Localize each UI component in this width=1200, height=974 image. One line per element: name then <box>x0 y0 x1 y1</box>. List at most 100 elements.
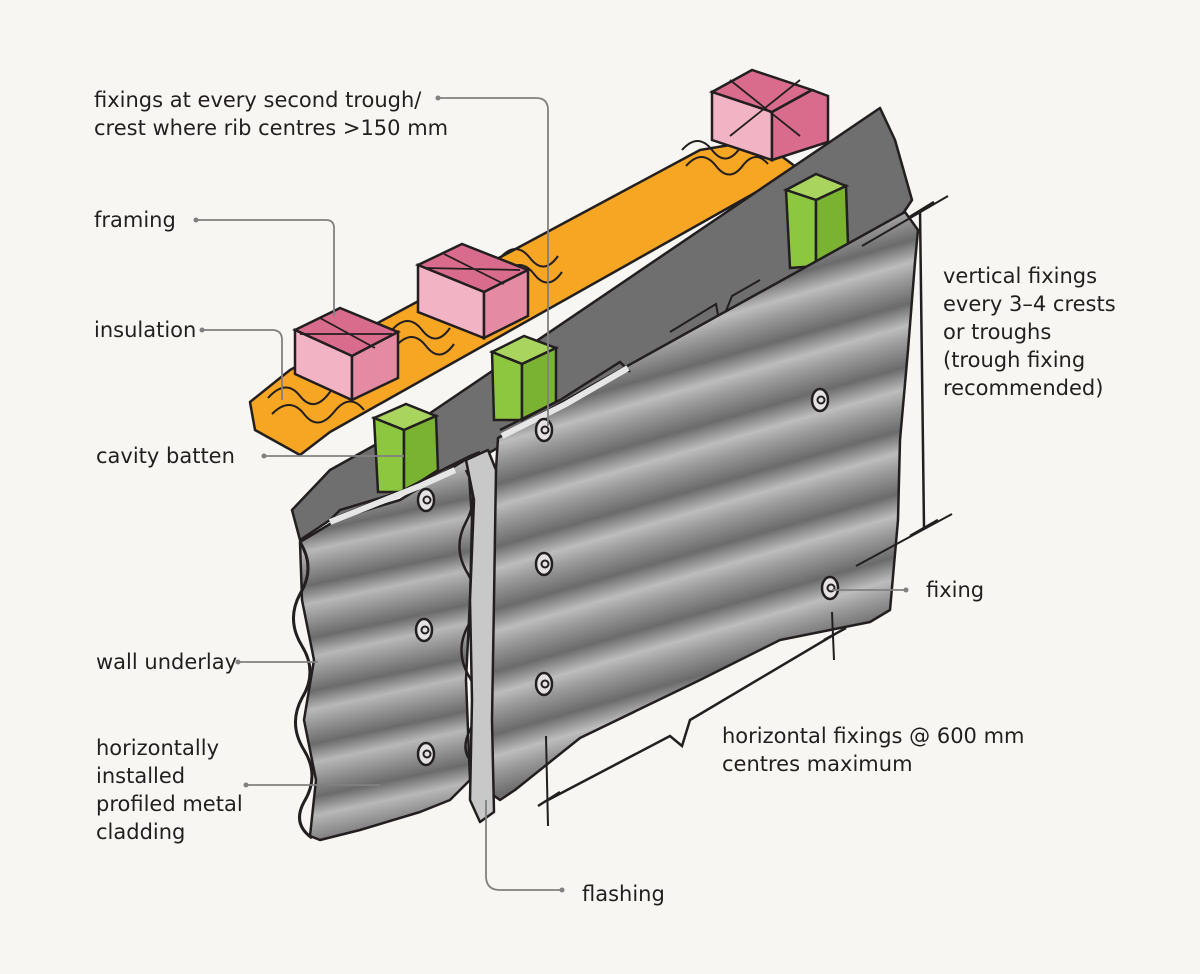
label-horizontal-fixings-line-2: centres maximum <box>722 752 913 776</box>
label-fixings-trough-line-1: fixings at every second trough/ <box>94 88 422 112</box>
label-vertical-fixings-line-4: (trough fixing <box>943 348 1086 372</box>
leader-cavity-batten-dot <box>261 453 267 459</box>
label-horizontal-fixings: horizontal fixings @ 600 mm centres maxi… <box>722 722 1025 778</box>
fixing-r4-head <box>810 387 830 413</box>
fixing-l2 <box>414 617 434 643</box>
fixing-r1 <box>534 417 554 443</box>
fixing-r1-dot <box>540 425 550 435</box>
framing-block-mid <box>414 242 532 341</box>
fixing-r4 <box>810 387 830 413</box>
fixing-l2-head <box>414 617 434 643</box>
leader-insulation <box>202 329 283 400</box>
label-fixings-trough-line-2: crest where rib centres >150 mm <box>94 116 449 140</box>
flashing-strip <box>464 448 498 824</box>
fixing-l3-dot <box>422 749 432 759</box>
fixing-l1-head <box>416 487 436 513</box>
label-cladding-line-3: profiled metal <box>96 792 243 816</box>
horizontal-dimension-tick-left <box>537 790 561 808</box>
vertical-dimension <box>855 195 953 567</box>
leader-flashing <box>485 800 562 891</box>
framing-block-left-side <box>350 329 400 402</box>
label-fixings-trough: fixings at every second trough/ crest wh… <box>94 86 448 142</box>
label-vertical-fixings-line-1: vertical fixings <box>943 264 1098 288</box>
fixing-l1-dot <box>422 495 432 505</box>
cladding-left-wavy-edge <box>292 541 314 840</box>
vertical-dimension-ext-top <box>861 195 949 247</box>
flashing-top-edge <box>328 365 630 525</box>
cavity-batten-mid-face <box>490 350 524 422</box>
leader-framing <box>196 219 335 316</box>
horizontal-dimension <box>537 611 847 827</box>
label-vertical-fixings-line-5: recommended) <box>943 376 1104 400</box>
cavity-batten-left <box>370 402 440 495</box>
fixing-l3 <box>416 741 436 767</box>
label-insulation-line-1: insulation <box>94 318 197 342</box>
label-framing: framing <box>94 206 176 234</box>
label-vertical-fixings-line-2: every 3–4 crests <box>943 292 1116 316</box>
framing-block-top <box>708 68 830 162</box>
vertical-dimension-tick-top <box>907 200 935 220</box>
label-cavity-batten-line-1: cavity batten <box>96 444 235 468</box>
label-framing-line-1: framing <box>94 208 176 232</box>
vertical-dimension-line <box>918 209 926 529</box>
fixing-r2-head <box>534 551 554 577</box>
label-cladding: horizontally installed profiled metal cl… <box>96 734 243 846</box>
fixings <box>414 387 840 767</box>
fixing-l3-head <box>416 741 436 767</box>
fixing-r2 <box>534 551 554 577</box>
fixing-r3-head <box>534 671 554 697</box>
fixing-r3 <box>534 671 554 697</box>
fixing-r1-head <box>534 417 554 443</box>
fixing-l1 <box>416 487 436 513</box>
label-cavity-batten: cavity batten <box>96 442 235 470</box>
label-insulation: insulation <box>94 316 196 344</box>
fixing-r5-dot <box>826 583 836 593</box>
fixing-l2-dot <box>420 625 430 635</box>
insulation-loops-mid <box>391 320 455 356</box>
fixing-r5-head <box>820 575 840 601</box>
fixing-r4-dot <box>816 395 826 405</box>
framing-block-left-cross <box>300 317 392 349</box>
framing-block-top-cross <box>729 79 801 137</box>
leader-fixing-dot <box>903 587 909 593</box>
cavity-batten-left-face <box>372 416 406 494</box>
leader-wall-underlay-dot <box>235 659 241 665</box>
cavity-batten-top-face <box>784 188 818 270</box>
horizontal-dimension-tick-right <box>823 626 847 642</box>
framing <box>292 68 830 402</box>
label-cladding-line-1: horizontally <box>96 736 220 760</box>
cavity-batten-left-side <box>402 414 440 495</box>
label-flashing-line-1: flashing <box>582 882 665 906</box>
framing-block-top-side <box>770 88 830 162</box>
horizontal-dimension-line <box>547 632 836 802</box>
framing-block-mid-side <box>482 267 530 341</box>
horizontal-dimension-ext-left <box>545 735 549 827</box>
label-cladding-line-4: cladding <box>96 820 186 844</box>
label-wall-underlay-line-1: wall underlay <box>96 650 238 674</box>
label-horizontal-fixings-line-1: horizontal fixings @ 600 mm <box>722 724 1025 748</box>
label-fixing: fixing <box>926 576 984 604</box>
fixing-r5 <box>820 575 840 601</box>
label-wall-underlay: wall underlay <box>96 648 237 676</box>
leader-fixings-trough-dot <box>435 95 441 101</box>
leader-insulation-dot <box>199 327 205 333</box>
fixing-r3-dot <box>540 679 550 689</box>
cladding-left-inner-edge <box>458 469 480 763</box>
leader-lines <box>193 95 909 893</box>
leader-cladding-dot <box>243 782 249 788</box>
label-vertical-fixings: vertical fixings every 3–4 crests or tro… <box>943 262 1116 402</box>
vertical-dimension-ext-bottom <box>855 513 953 567</box>
framing-block-left <box>292 306 401 402</box>
cavity-batten-top <box>782 172 850 270</box>
leader-flashing-dot <box>559 887 565 893</box>
leader-framing-dot <box>193 217 199 223</box>
label-vertical-fixings-line-3: or troughs <box>943 320 1052 344</box>
label-flashing: flashing <box>582 880 665 908</box>
leader-fixings-trough <box>438 97 549 426</box>
framing-block-mid-cross <box>425 253 521 285</box>
label-fixing-line-1: fixing <box>926 578 985 602</box>
label-cladding-line-2: installed <box>96 764 186 788</box>
fixing-r2-dot <box>540 559 550 569</box>
